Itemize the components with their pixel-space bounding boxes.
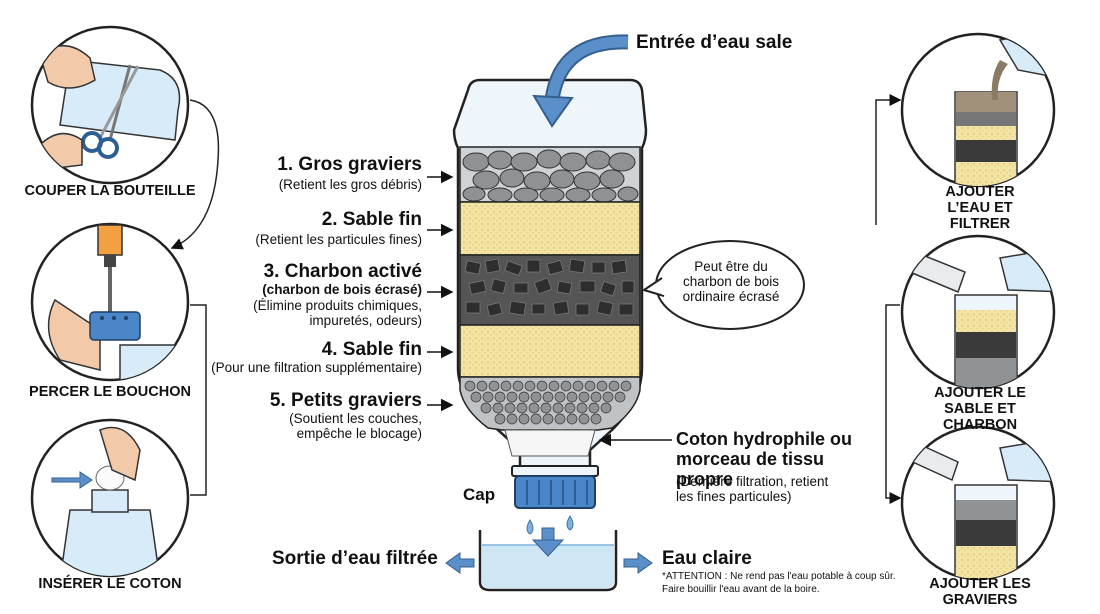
layer-5-title: 5. Petits graviers [269, 390, 422, 411]
water-drop [526, 519, 534, 535]
cotton-subtitle: (Dernière filtration, retient les fines … [676, 474, 829, 505]
layer-1-subtitle: (Retient les gros débris) [278, 177, 422, 192]
right-step-1-label: AJOUTER L’EAU ET FILTRER [945, 184, 1015, 233]
cotton-title: Coton hydrophile ou morceau de tissu pro… [676, 429, 852, 490]
step-connector [875, 94, 902, 225]
step-insert-cotton-illustration [30, 418, 190, 578]
step-add-water-illustration [900, 32, 1056, 188]
down-arrow-icon [531, 527, 565, 557]
right-arrow-icon [623, 552, 653, 574]
layer-4-subtitle: (Pour une filtration supplémentaire) [211, 360, 422, 375]
gravel-stones [462, 149, 639, 203]
step-cut-bottle-illustration [30, 25, 190, 185]
layer-1-title: 1. Gros graviers [277, 154, 422, 175]
left-step-2-label: PERCER LE BOUCHON [29, 384, 191, 400]
outlet-left-label: Sortie d’eau filtrée [272, 548, 438, 569]
sand-layer-bottom [459, 324, 641, 378]
layer-2-subtitle: (Retient les particules fines) [255, 232, 422, 247]
right-step-2-label: AJOUTER LE SABLE ET CHARBON [934, 385, 1026, 434]
layer-5-subtitle: (Soutient les couches, empêche le blocag… [289, 411, 422, 442]
cap-label: Cap [463, 485, 496, 504]
charcoal-note-bubble [643, 240, 805, 330]
right-step-3-label: AJOUTER LES GRAVIERS [929, 576, 1031, 609]
fine-gravel-stones [464, 380, 632, 425]
left-step-3-label: INSÉRER LE COTON [38, 576, 182, 592]
warning-note: *ATTENTION : Ne rend pas l'eau potable à… [662, 571, 896, 595]
inlet-label: Entrée d’eau sale [636, 32, 793, 53]
water-drop [566, 515, 574, 531]
step-connector [885, 304, 902, 504]
step-connector [170, 99, 220, 250]
label-pointers [427, 170, 672, 447]
step-add-gravel-illustration [900, 425, 1056, 581]
cotton-plug [504, 429, 596, 457]
charcoal-chunks [464, 258, 635, 317]
step-connector [190, 304, 207, 496]
sand-layer-top [459, 201, 641, 256]
charcoal-note: Peut être du charbon de bois ordinaire é… [682, 259, 780, 305]
layer-4-title: 4. Sable fin [321, 339, 422, 360]
layer-3-title: 3. Charbon activé [263, 261, 422, 282]
clean-water [482, 545, 614, 588]
outlet-right-label: Eau claire [662, 548, 752, 569]
step-drill-cap-illustration [30, 222, 190, 382]
layer-3-subtitle: (Élimine produits chimiques, impuretés, … [253, 298, 422, 329]
step-add-sand-charcoal-illustration [900, 234, 1056, 390]
left-arrow-icon [445, 552, 475, 574]
left-step-1-label: COUPER LA BOUTEILLE [24, 183, 196, 199]
layer-2-title: 2. Sable fin [321, 209, 422, 230]
inlet-arrow-icon [532, 34, 629, 128]
collection-basin [478, 530, 618, 592]
main-bottle [452, 78, 648, 592]
layer-3-bold-subtitle: (charbon de bois écrasé) [262, 282, 422, 297]
